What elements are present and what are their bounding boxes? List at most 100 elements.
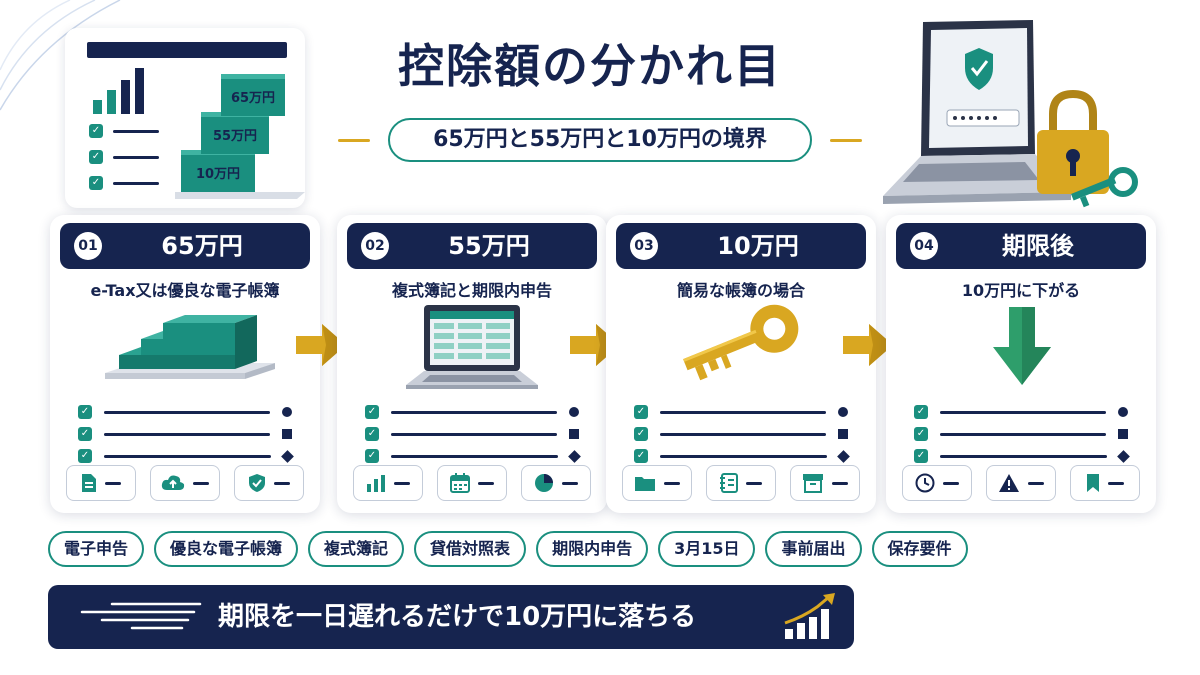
diamond-icon [1117,449,1130,463]
growth-chart-icon [784,593,835,639]
tag-excellent-e-books: 優良な電子帳簿 [154,531,299,567]
circle-icon [282,407,292,417]
check-icon: ✓ [78,405,92,419]
step-label-mid: 55万円 [213,129,257,144]
circle-icon [1118,407,1128,417]
clock-icon [902,465,972,501]
archive-box-icon [790,465,860,501]
check-icon: ✓ [78,427,92,441]
check-icon: ✓ [365,427,379,441]
icon-row [622,465,860,501]
check-icon: ✓ [365,449,379,463]
tag-on-time-filing: 期限内申告 [536,531,649,567]
tag-double-entry: 複式簿記 [308,531,405,567]
card-amount: 65万円 [161,232,243,260]
shield-check-icon [234,465,304,501]
folder-icon [622,465,692,501]
check-icon: ✓ [634,427,648,441]
card-header: 04 期限後 [896,223,1146,269]
warning-icon [986,465,1056,501]
subtitle-pill: 65万円と55万円と10万円の境界 [388,118,812,162]
spreadsheet-laptop-icon [406,305,538,389]
square-icon [1118,429,1128,439]
hero-illustration-steps: ✓ ✓ ✓ 10万円 55万円 65万円 [65,28,305,208]
card-header: 02 55万円 [347,223,597,269]
flow-arrow-3 [843,324,893,366]
laptop-lock-icon [883,20,1138,208]
check-icon: ✓ [634,405,648,419]
hero-checklist: ✓ ✓ ✓ [89,124,159,202]
check-icon: ✓ [365,405,379,419]
circle-icon [838,407,848,417]
page-title: 控除額の分かれ目 [398,39,782,93]
icon-row [66,465,304,501]
checklist: ✓ ✓ ✓ [634,401,850,467]
tag-advance-notice: 事前届出 [765,531,862,567]
card-amount: 10万円 [717,232,799,260]
card-65man: 01 65万円 e-Tax又は優良な電子帳簿 ✓ ✓ ✓ [50,215,320,513]
check-icon: ✓ [78,449,92,463]
tag-electronic-filing: 電子申告 [48,531,145,567]
step-number-badge: 03 [630,232,658,260]
card-description: 簡易な帳簿の場合 [676,281,805,300]
card-description: e-Tax又は優良な電子帳簿 [90,281,280,300]
square-icon [838,429,848,439]
diamond-icon [281,449,294,463]
step-label-low: 10万円 [196,167,240,182]
bar-chart-icon [353,465,423,501]
document-icon [66,465,136,501]
hero-top-bar [87,42,287,58]
key-icon [683,304,799,381]
checklist: ✓ ✓ ✓ [914,401,1130,467]
check-icon: ✓ [914,449,928,463]
subtitle-dash-left [338,139,370,142]
check-icon: ✓ [89,124,103,138]
step-label-high: 65万円 [231,91,275,106]
card-kigengo: 04 期限後 10万円に下がる ✓ ✓ ✓ [886,215,1156,513]
square-icon [569,429,579,439]
card-header: 01 65万円 [60,223,310,269]
tag-storage-requirements: 保存要件 [871,531,968,567]
check-icon: ✓ [89,150,103,164]
diamond-icon [837,449,850,463]
subtitle-dash-right [830,139,862,142]
check-icon: ✓ [89,176,103,190]
banner-text: 期限を一日遅れるだけで10万円に落ちる [218,602,697,632]
decorative-arcs [0,0,121,111]
checklist: ✓ ✓ ✓ [78,401,294,467]
cloud-upload-icon [150,465,220,501]
checklist: ✓ ✓ ✓ [365,401,581,467]
arrow-down-icon [993,307,1051,385]
card-amount: 期限後 [1002,232,1074,260]
pie-chart-icon [521,465,591,501]
icon-row [902,465,1140,501]
flow-arrow-1 [296,324,346,366]
subtitle-group: 65万円と55万円と10万円の境界 [338,118,862,162]
tag-balance-sheet: 貸借対照表 [414,531,527,567]
speed-lines-icon [80,602,202,630]
check-icon: ✓ [914,405,928,419]
warning-banner: 期限を一日遅れるだけで10万円に落ちる [48,585,854,649]
calendar-icon [437,465,507,501]
step-number-badge: 01 [74,232,102,260]
card-55man: 02 55万円 複式簿記と期限内申告 ✓ ✓ ✓ [337,215,607,513]
circle-icon [569,407,579,417]
diamond-icon [568,449,581,463]
bookmark-icon [1070,465,1140,501]
step-number-badge: 04 [910,232,938,260]
card-amount: 55万円 [448,232,530,260]
tag-deadline-date: 3月15日 [658,531,756,567]
bar-chart-icon [93,68,144,114]
check-icon: ✓ [914,427,928,441]
staircase-icon [105,315,275,379]
notebook-icon [706,465,776,501]
card-header: 03 10万円 [616,223,866,269]
card-10man: 03 10万円 簡易な帳簿の場合 ✓ ✓ ✓ [606,215,876,513]
icon-row [353,465,591,501]
keyword-tags: 電子申告 優良な電子帳簿 複式簿記 貸借対照表 期限内申告 3月15日 事前届出… [48,531,1158,567]
card-description: 複式簿記と期限内申告 [391,281,552,300]
card-description: 10万円に下がる [961,281,1081,300]
staircase-icon: 10万円 55万円 65万円 [175,74,305,199]
check-icon: ✓ [634,449,648,463]
square-icon [282,429,292,439]
